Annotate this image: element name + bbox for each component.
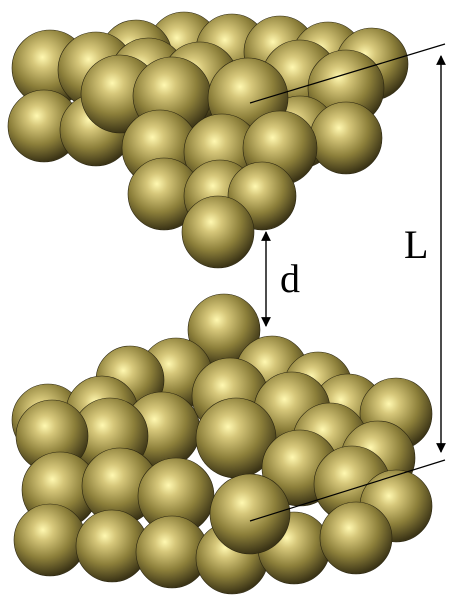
- top-reference-line: [249, 43, 446, 104]
- bottom-electrode-cluster: [11, 293, 433, 595]
- bottom-atom: [13, 503, 87, 577]
- top-atom: [309, 101, 383, 175]
- bottom-atom: [319, 501, 393, 575]
- top-atom: [181, 195, 255, 269]
- gap-label: d: [280, 256, 300, 301]
- top-electrode-cluster: [7, 11, 409, 269]
- bottom-reference-line: [249, 459, 446, 522]
- length-label: L: [404, 222, 428, 267]
- bottom-atom: [209, 473, 291, 555]
